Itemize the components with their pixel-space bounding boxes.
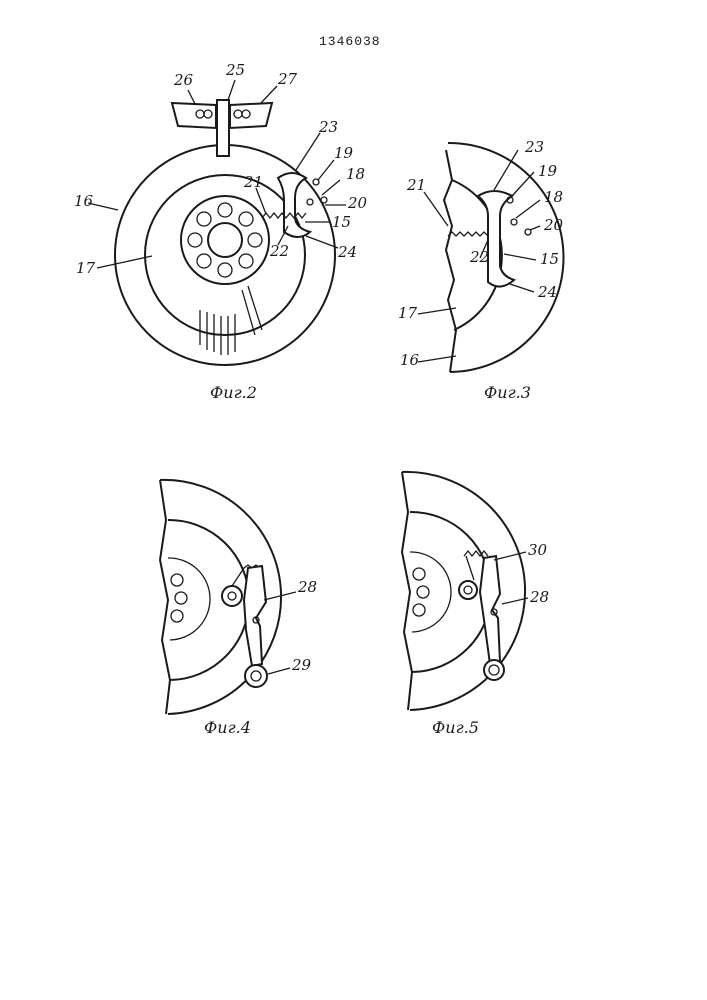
post-25 — [217, 100, 229, 156]
label-30: 30 — [528, 541, 548, 559]
spring-30 — [464, 551, 488, 556]
label-16: 16 — [74, 192, 94, 210]
bearing-balls — [188, 203, 262, 277]
bearing-outer-ring — [181, 196, 269, 284]
label-21: 21 — [406, 176, 426, 194]
bearing-sector — [168, 558, 210, 640]
roller-29 — [245, 665, 267, 687]
label-18: 18 — [544, 188, 563, 206]
caption-fig5: Фиг.5 — [432, 718, 479, 737]
label-28: 28 — [297, 578, 317, 596]
figure-5: 30 28 Фиг.5 — [402, 472, 549, 737]
patent-number: 1346038 — [319, 34, 381, 49]
label-27: 27 — [277, 70, 298, 88]
bearing-balls — [171, 574, 187, 622]
pivot-roller — [459, 581, 477, 599]
section-hatching — [200, 286, 262, 355]
caption-fig2: Фиг.2 — [210, 383, 257, 402]
block-26 — [172, 103, 216, 128]
break-line — [160, 480, 170, 714]
label-20: 20 — [543, 216, 564, 234]
label-20: 20 — [347, 194, 368, 212]
figure-2: 26 25 27 23 19 18 20 21 15 16 22 24 17 Ф… — [74, 61, 368, 402]
lever-28 — [244, 566, 266, 666]
label-24: 24 — [537, 283, 557, 301]
label-21: 21 — [243, 173, 263, 191]
label-19: 19 — [334, 144, 354, 162]
label-15: 15 — [332, 213, 351, 231]
pivot-roller — [222, 586, 242, 606]
label-26: 26 — [173, 71, 194, 89]
label-28: 28 — [529, 588, 549, 606]
label-15: 15 — [540, 250, 559, 268]
caption-fig3: Фиг.3 — [484, 383, 531, 402]
label-24: 24 — [337, 243, 357, 261]
label-17: 17 — [76, 259, 96, 277]
roller — [484, 660, 504, 680]
bearing-balls — [413, 568, 429, 616]
label-29: 29 — [291, 656, 312, 674]
break-line — [402, 472, 412, 710]
figure-4: 28 29 Фиг.4 — [160, 480, 317, 737]
label-23: 23 — [524, 138, 544, 156]
label-22: 22 — [469, 248, 489, 266]
caption-fig4: Фиг.4 — [204, 718, 251, 737]
lever-23-24 — [278, 173, 310, 237]
label-19: 19 — [538, 162, 558, 180]
figure-3: 23 19 21 18 20 22 15 24 17 16 Фиг.3 — [398, 138, 564, 402]
label-23: 23 — [318, 118, 338, 136]
figure-3-labels: 23 19 21 18 20 22 15 24 17 16 — [398, 138, 564, 369]
shaft-bore — [208, 223, 242, 257]
label-16: 16 — [400, 351, 420, 369]
label-22: 22 — [269, 242, 289, 260]
spring-21 — [448, 232, 488, 236]
lever-23-24 — [478, 191, 514, 287]
bearing-sector — [410, 552, 451, 632]
break-line — [444, 150, 456, 372]
label-25: 25 — [225, 61, 245, 79]
label-17: 17 — [398, 304, 418, 322]
block-27 — [230, 103, 272, 128]
figure-2-labels: 26 25 27 23 19 18 20 21 15 16 22 24 17 — [74, 61, 368, 277]
label-18: 18 — [346, 165, 365, 183]
